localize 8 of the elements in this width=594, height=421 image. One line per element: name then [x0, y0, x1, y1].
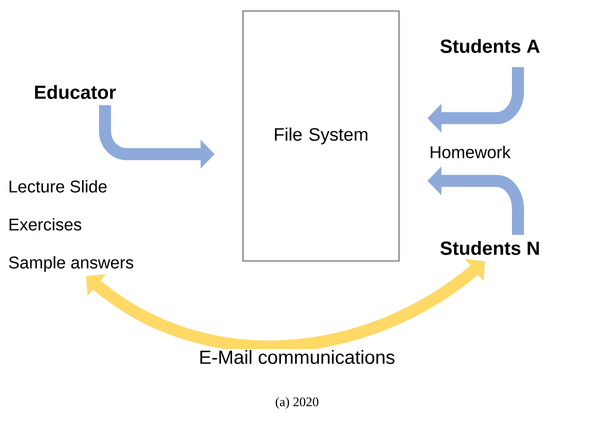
caption: (a) 2020: [276, 397, 318, 409]
material-list: Lecture Slide Exercises Sample answers: [8, 180, 134, 272]
actor-label: Students N: [440, 241, 539, 255]
process-box: File System: [242, 10, 400, 262]
text-label: Homework: [430, 146, 511, 158]
actor-label: Educator: [35, 85, 116, 99]
actor-label: Students A: [440, 39, 540, 53]
edge-label: E-Mail communications: [200, 350, 394, 364]
